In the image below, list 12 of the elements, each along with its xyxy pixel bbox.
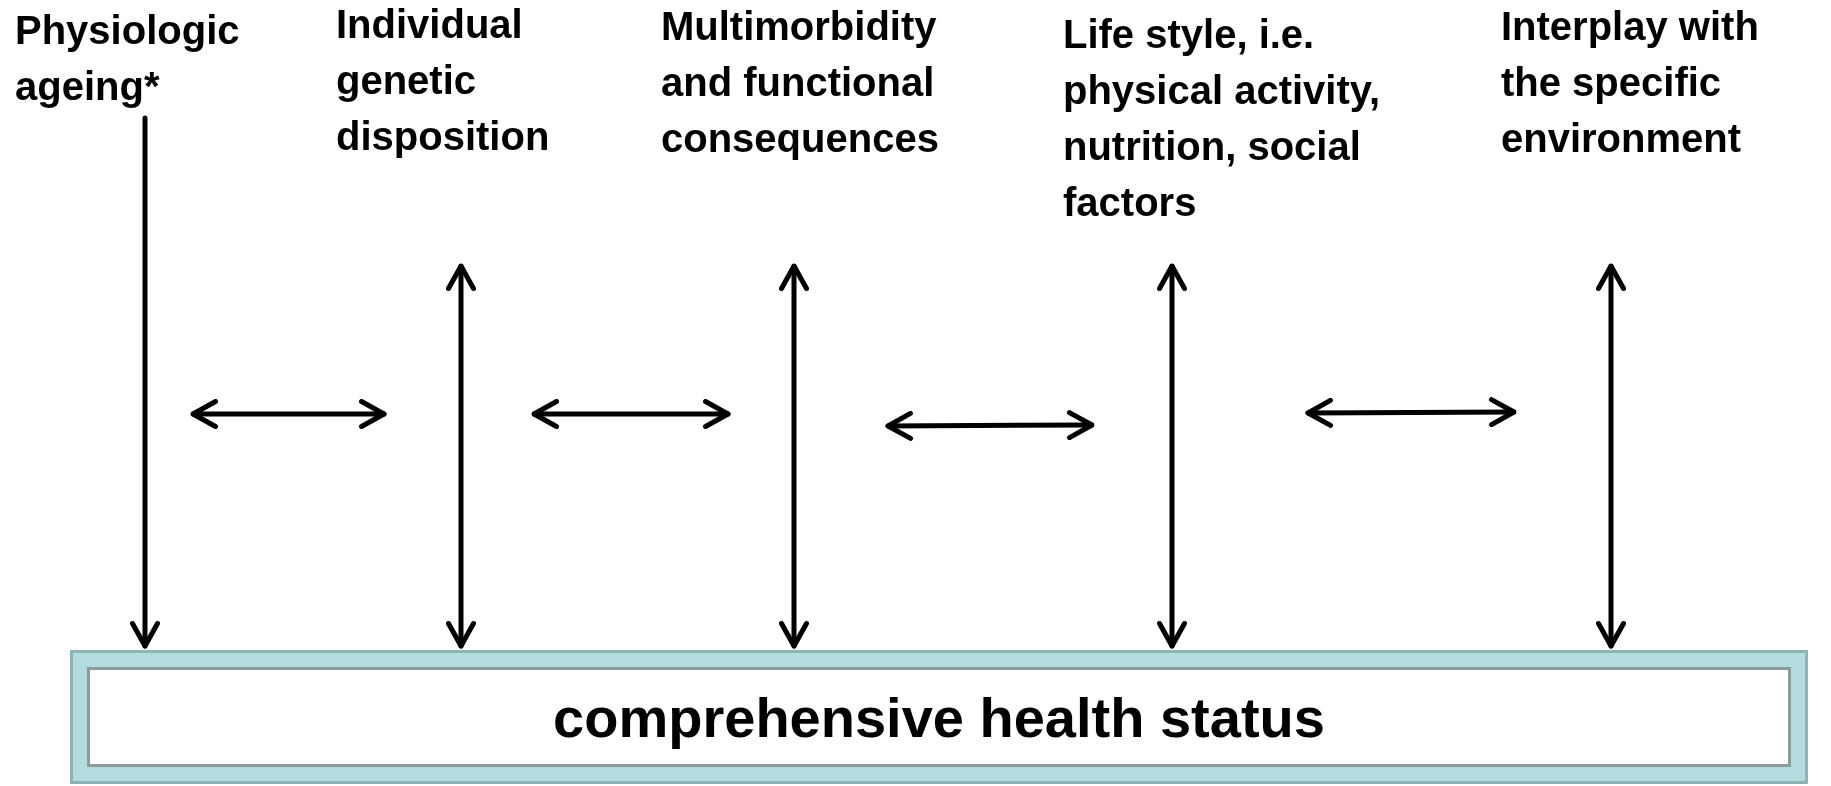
- factor-label: Life style, i.e. physical activity, nutrition, social factors: [1063, 6, 1463, 272]
- bar-label: comprehensive health status: [87, 667, 1791, 767]
- factor-label: Individual genetic disposition: [336, 0, 626, 272]
- arrow: [130, 115, 160, 649]
- factor-label: Physiologic ageing*: [15, 2, 305, 272]
- double-arrow: [779, 263, 809, 649]
- double-arrow: [1596, 263, 1626, 649]
- status-bar: [70, 650, 1808, 784]
- factor-label: Interplay with the specific environment: [1501, 0, 1801, 272]
- double-arrow: [446, 263, 476, 649]
- factor-label: Multimorbidity and functional consequences: [661, 0, 1011, 272]
- double-arrow: [1157, 263, 1187, 649]
